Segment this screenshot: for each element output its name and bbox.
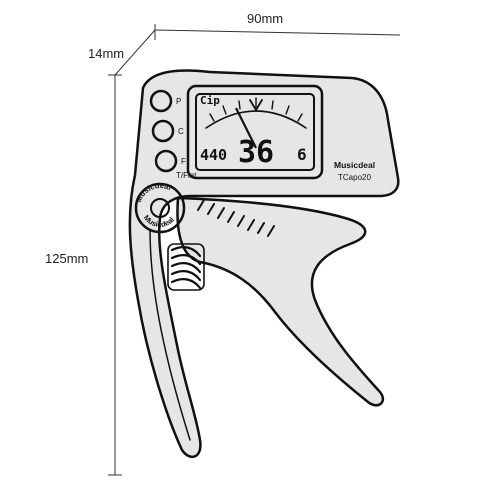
lcd-bezel <box>186 84 324 180</box>
dimension-lines <box>108 24 401 476</box>
power-button[interactable] <box>149 89 173 113</box>
body-contour <box>149 229 191 441</box>
hinge-pin <box>150 198 170 218</box>
lcd-main-readout: 36 <box>238 135 274 170</box>
side-buttons <box>149 89 178 173</box>
lcd-string-readout: 6 <box>297 145 307 164</box>
width-dimension-label: 90mm <box>247 11 283 26</box>
lcd-screen <box>195 93 315 171</box>
tuning-scale <box>205 110 307 129</box>
height-dimension-label: 125mm <box>45 251 88 266</box>
tuning-needle <box>235 107 257 149</box>
clip-mode-button[interactable] <box>151 119 175 143</box>
tuning-indicator-icon <box>249 99 263 111</box>
power-button-label: P <box>176 97 181 106</box>
hinge-badge <box>134 182 186 234</box>
lcd-mode-label: Cip <box>200 94 220 107</box>
flat-button[interactable] <box>154 149 178 173</box>
model-label: TCapo20 <box>338 173 371 182</box>
function-label: T/Flat <box>176 171 197 180</box>
clip-button-label: C <box>178 127 184 136</box>
depth-dimension-label: 14mm <box>88 46 124 61</box>
hinge-spring <box>167 243 205 291</box>
brand-label: Musicdeal <box>334 160 375 170</box>
handle-serrations <box>197 199 275 237</box>
lcd-reference-readout: 440 <box>200 146 227 164</box>
tuning-ticks <box>209 97 303 122</box>
clamp-handle <box>176 196 385 407</box>
flat-button-label: F <box>181 157 186 166</box>
